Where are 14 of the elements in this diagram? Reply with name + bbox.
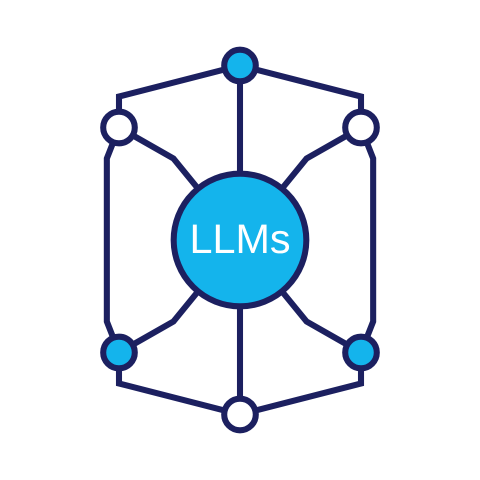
node-circle xyxy=(221,396,259,434)
connector xyxy=(131,289,200,348)
node-circle xyxy=(100,334,138,372)
node-circle: LLMs xyxy=(170,170,310,310)
node-circle xyxy=(221,46,259,84)
node-circle xyxy=(100,108,138,146)
connector xyxy=(131,132,200,191)
connector xyxy=(116,368,226,414)
node-circle xyxy=(342,334,380,372)
node-circle xyxy=(342,108,380,146)
connector xyxy=(280,132,349,191)
connector xyxy=(116,66,226,112)
connector xyxy=(364,141,376,339)
connector xyxy=(280,289,349,348)
